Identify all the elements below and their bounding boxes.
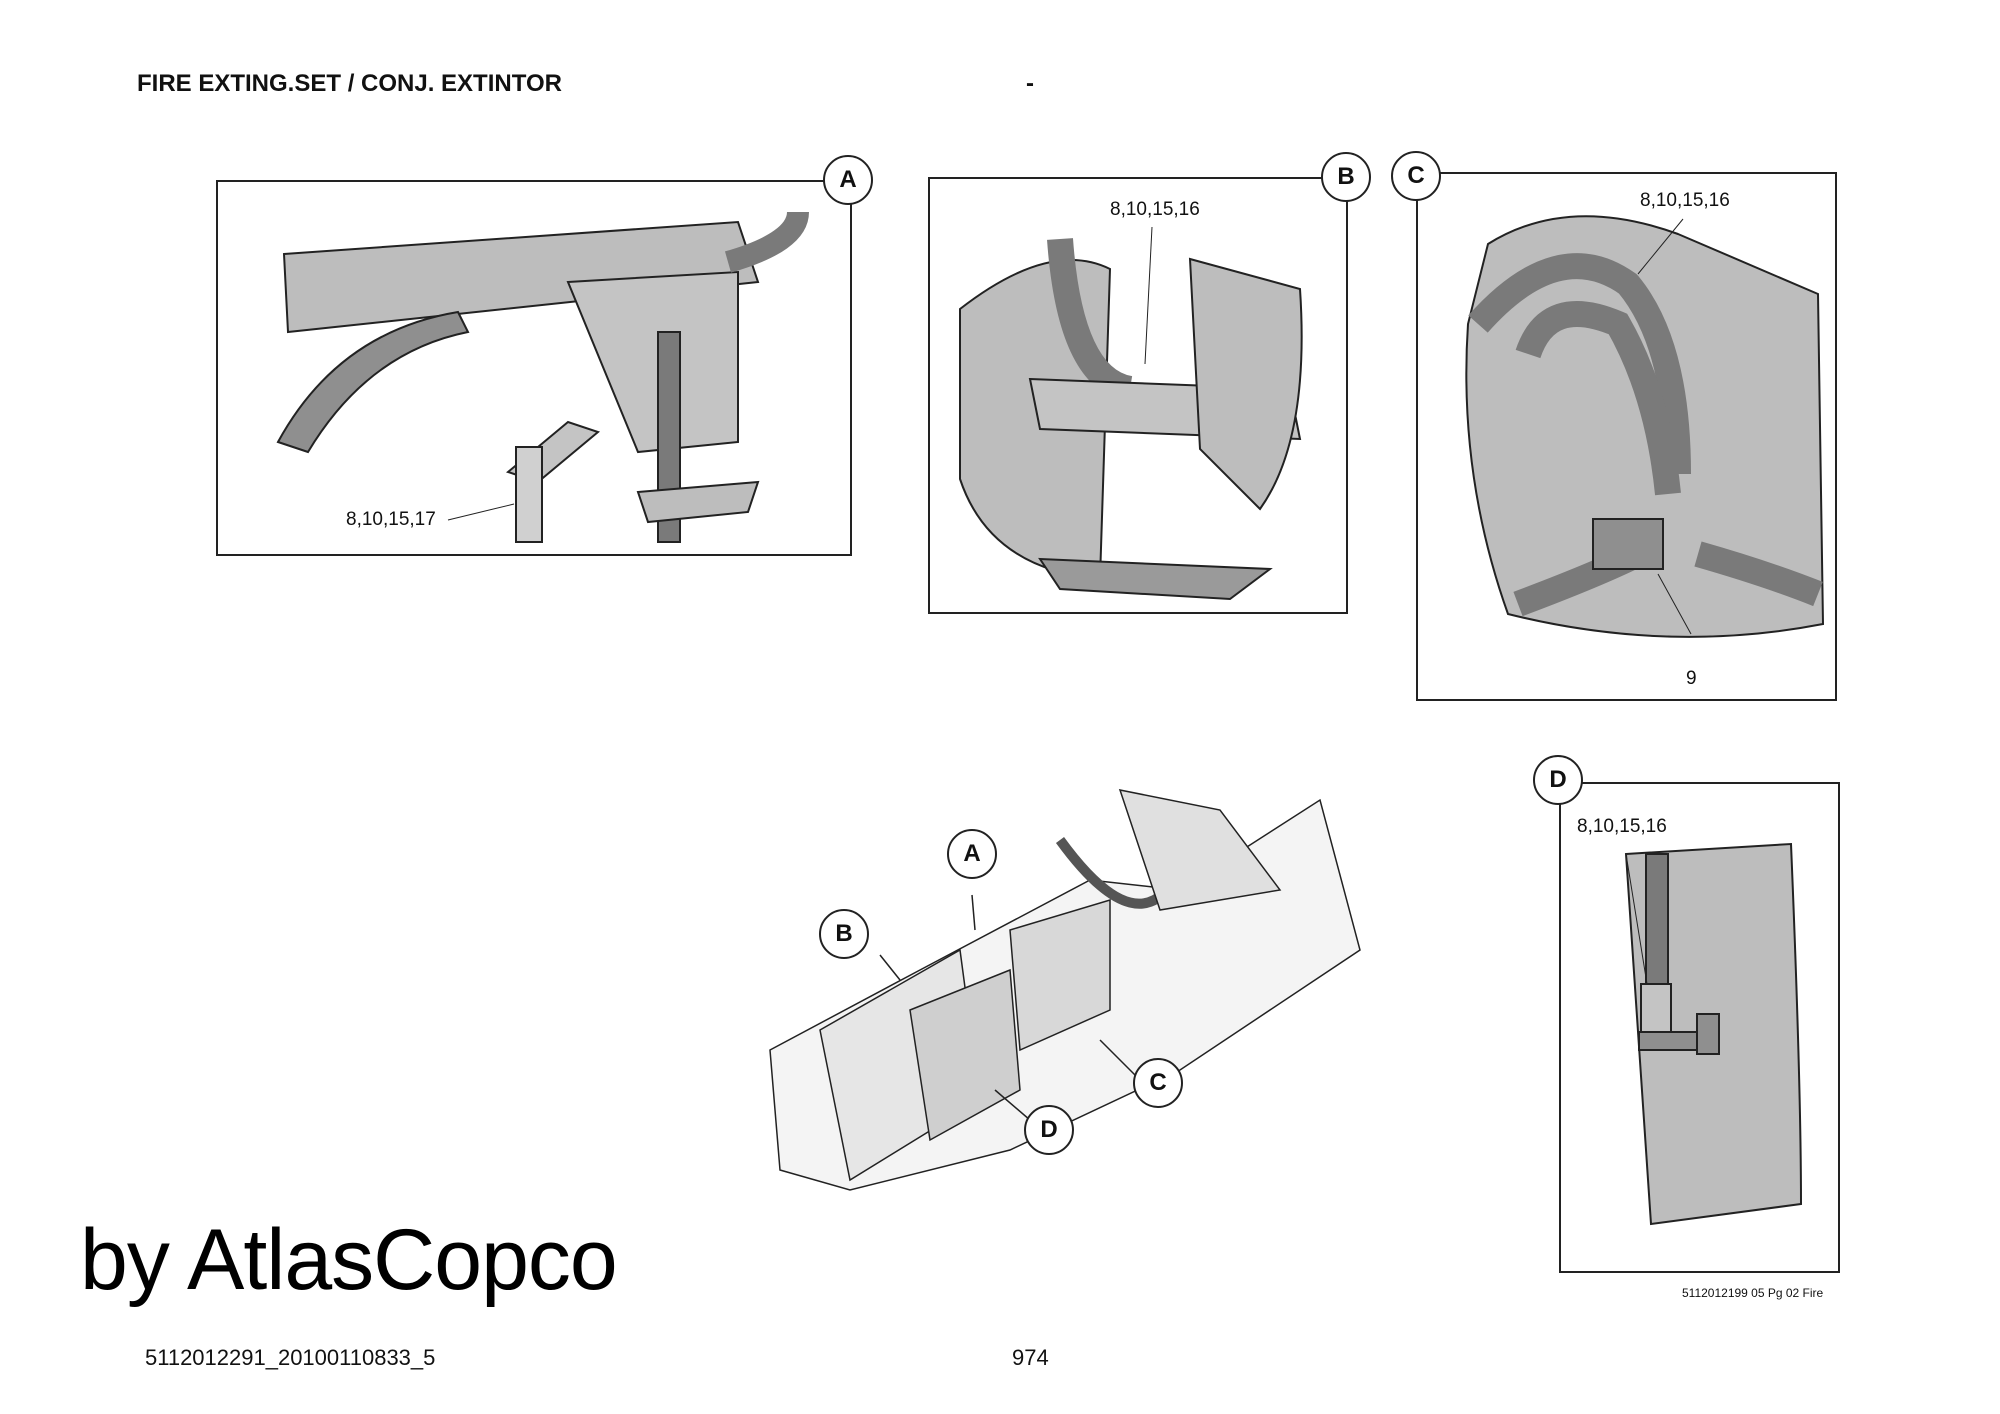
callout-d: D [1533, 755, 1583, 805]
overview-callout-b: B [819, 909, 869, 959]
drawing-reference: 5112012199 05 Pg 02 Fire [1682, 1286, 1824, 1300]
detail-panel-b: 8,10,15,16 [928, 177, 1348, 614]
detail-c-illustration [1465, 215, 1825, 638]
callout-c: C [1391, 151, 1441, 201]
callout-a: A [823, 155, 873, 205]
detail-a-illustration [276, 210, 809, 543]
watermark: by AtlasCopco [80, 1212, 618, 1308]
detail-d-label: 8,10,15,16 [1577, 816, 1667, 837]
page-title: FIRE EXTING.SET / CONJ. EXTINTOR [137, 70, 562, 97]
machine-overview-illustration [769, 789, 1361, 1191]
title-separator: - [1026, 70, 1034, 97]
page-number: 974 [1012, 1345, 1049, 1370]
overview-callout-d: D [1024, 1105, 1074, 1155]
document-code: 5112012291_20100110833_5 [145, 1345, 436, 1370]
overview-callout-c: C [1133, 1058, 1183, 1108]
detail-a-label: 8,10,15,17 [346, 509, 436, 530]
detail-panel-d: 8,10,15,16 [1559, 782, 1840, 1273]
callout-b: B [1321, 152, 1371, 202]
detail-b-illustration [959, 226, 1303, 601]
detail-d-illustration [1624, 842, 1803, 1226]
detail-panel-c: 8,10,15,16 9 [1416, 172, 1837, 701]
detail-c-label: 8,10,15,16 [1640, 190, 1730, 211]
detail-c-label-9: 9 [1686, 668, 1697, 689]
detail-panel-a: 8,10,15,17 [216, 180, 852, 556]
overview-callout-a: A [947, 829, 997, 879]
detail-b-label: 8,10,15,16 [1110, 199, 1200, 220]
